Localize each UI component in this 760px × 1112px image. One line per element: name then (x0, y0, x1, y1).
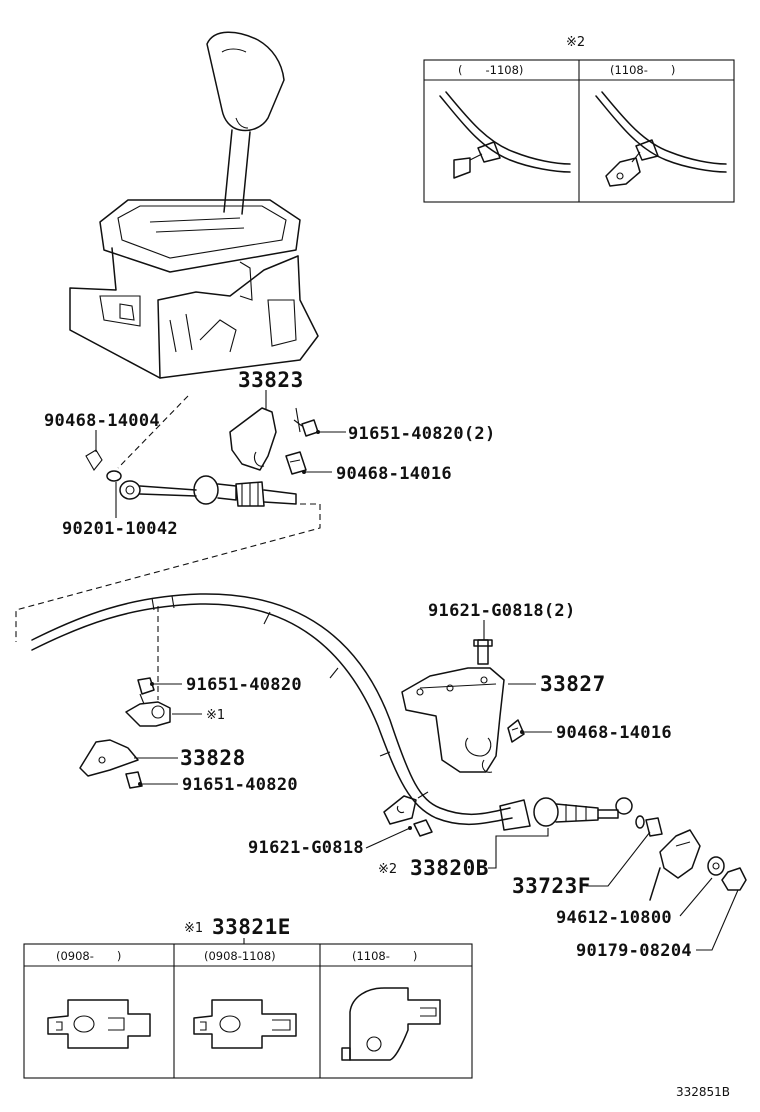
transmission-cable (31, 593, 513, 826)
label-33820B: 33820B (410, 856, 489, 880)
inset-note2: ※2 ( -1108) (1108- ) (423, 35, 735, 203)
bracket-33828 (79, 677, 171, 789)
label-33828: 33828 (180, 746, 246, 770)
inset-note2-title: ※2 (566, 35, 585, 50)
inset-note2-col1: ( -1108) (458, 63, 523, 77)
label-91651-40820-a: 91651-40820 (186, 675, 302, 695)
cable-lever-end (85, 449, 297, 507)
inset-note1-col1: (0908- ) (56, 949, 121, 963)
marker-note1: ※1 (206, 708, 225, 723)
label-33827: 33827 (540, 672, 606, 696)
label-94612-10800: 94612-10800 (556, 908, 672, 928)
label-33823: 33823 (238, 368, 304, 392)
shift-lever-assembly (69, 31, 319, 379)
bracket-33823 (229, 407, 319, 475)
label-90179-08204: 90179-08204 (576, 941, 692, 961)
label-91621-G0818-2: 91621-G0818(2) (428, 601, 576, 621)
label-91651-40820-2: 91651-40820(2) (348, 424, 496, 444)
cable-transmission-end (383, 795, 633, 831)
bracket-33827 (401, 639, 525, 773)
label-90468-14016-top: 90468-14016 (336, 464, 452, 484)
label-33723F: 33723F (512, 874, 591, 898)
label-90201-10042: 90201-10042 (62, 519, 178, 539)
inset-note1-col3: (1108- ) (352, 949, 417, 963)
diagram-code: 332851B (676, 1085, 730, 1099)
small-hardware (413, 815, 747, 901)
label-91651-40820-b: 91651-40820 (182, 775, 298, 795)
inset-note1: ※1 33821E (0908- ) (0908-1108) (1108- ) (23, 915, 473, 1079)
label-91621-G0818: 91621-G0818 (248, 838, 364, 858)
inset-note2-col2: (1108- ) (610, 63, 675, 77)
label-33821E: 33821E (212, 915, 291, 939)
leader-lines (95, 390, 739, 951)
inset-note1-symbol: ※1 (184, 921, 203, 936)
inset-note1-col2: (0908-1108) (204, 949, 276, 963)
label-90468-14016-mid: 90468-14016 (556, 723, 672, 743)
label-90468-14004: 90468-14004 (44, 411, 160, 431)
marker-note2: ※2 (378, 862, 397, 877)
